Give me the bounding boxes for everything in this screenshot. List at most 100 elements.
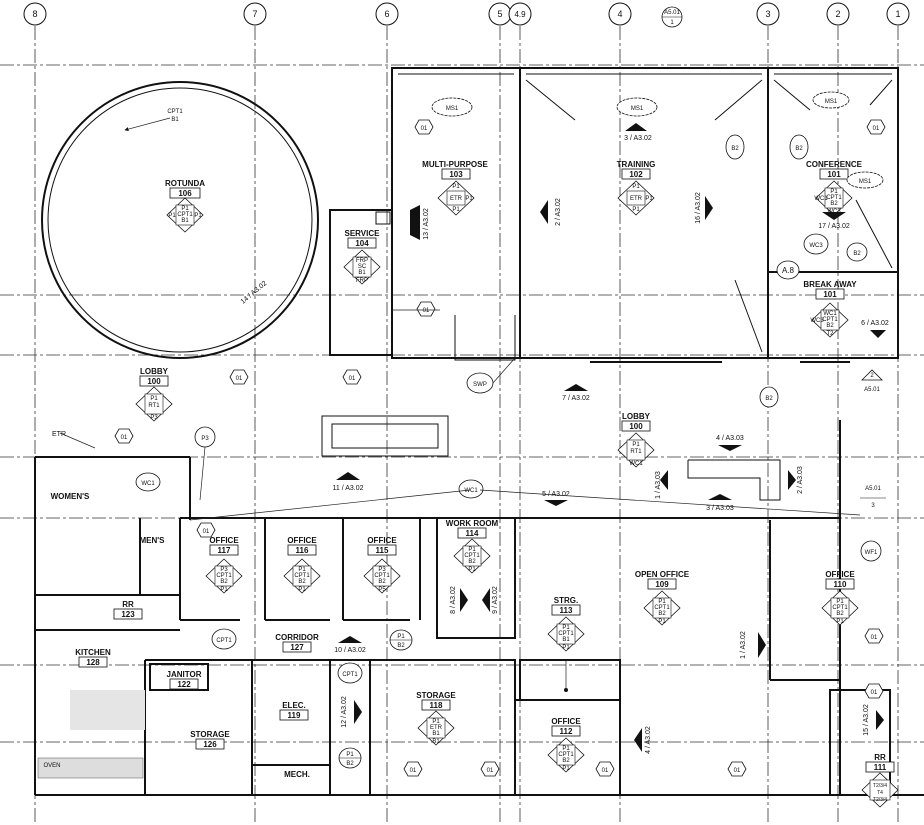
- svg-text:CPT1: CPT1: [822, 317, 838, 323]
- svg-text:P1: P1: [830, 189, 838, 195]
- svg-text:1 / A3.03: 1 / A3.03: [655, 471, 662, 499]
- svg-text:9 / A3.02: 9 / A3.02: [492, 586, 499, 614]
- hex-01-10: 01: [403, 761, 423, 777]
- svg-text:B2: B2: [836, 611, 844, 617]
- finish-tag-office117: P3 CPT1 B2 P1: [205, 558, 243, 594]
- wf1-tag: WF1: [860, 540, 882, 562]
- hex-01-13: 01: [727, 761, 747, 777]
- hex-01-1: 01: [414, 119, 434, 135]
- svg-text:MS1: MS1: [859, 179, 872, 185]
- hex-01-9: 01: [864, 683, 884, 699]
- wc3-tag: WC3: [803, 233, 829, 255]
- elev-8-a302: 8 / A3.02: [450, 586, 468, 614]
- svg-text:ETR: ETR: [450, 196, 463, 202]
- svg-text:B1: B1: [432, 731, 440, 737]
- oven-label: OVEN: [43, 763, 60, 769]
- wc1-tag-1: WC1: [135, 472, 161, 492]
- svg-text:STORAGE: STORAGE: [416, 691, 456, 700]
- room-strg113: STRG. 113: [551, 596, 581, 616]
- svg-text:110: 110: [834, 580, 847, 589]
- svg-text:OPEN OFFICE: OPEN OFFICE: [635, 570, 690, 579]
- svg-text:01: 01: [871, 690, 878, 696]
- svg-text:P1: P1: [298, 567, 306, 573]
- grid-bubble-7: 7: [243, 2, 267, 26]
- svg-text:01: 01: [602, 768, 609, 774]
- svg-text:15 / A3.02: 15 / A3.02: [863, 704, 870, 736]
- ms1-cloud-1: MS1: [431, 97, 473, 117]
- svg-text:RT1: RT1: [148, 403, 160, 409]
- elev-1-a303: 1 / A3.03: [655, 470, 668, 499]
- svg-text:01: 01: [871, 635, 878, 641]
- svg-text:B2: B2: [468, 559, 476, 565]
- svg-text:01: 01: [421, 126, 428, 132]
- svg-text:A.8: A.8: [782, 266, 795, 275]
- svg-text:MS1: MS1: [825, 99, 838, 105]
- svg-text:WORK ROOM: WORK ROOM: [446, 519, 499, 528]
- svg-text:118: 118: [430, 701, 443, 710]
- svg-text:JANITOR: JANITOR: [167, 670, 202, 679]
- elev-16-a302: 16 / A3.02: [695, 192, 713, 224]
- svg-text:B1: B1: [171, 117, 179, 123]
- svg-text:LOBBY: LOBBY: [140, 367, 169, 376]
- svg-text:116: 116: [296, 546, 309, 555]
- svg-text:2 / A3.03: 2 / A3.03: [797, 466, 804, 494]
- callout-tags: MS1 MS1 MS1 MS1 B2 B2 B2 B2 WC3 A.8 WC1 …: [43, 91, 886, 777]
- elev-6-a302: 6 / A3.02: [861, 320, 889, 338]
- svg-text:12 / A3.02: 12 / A3.02: [341, 696, 348, 728]
- swp-tag: SWP: [466, 372, 494, 394]
- room-office115: OFFICE 115: [367, 536, 397, 556]
- finish-tag-service: FRP SC B1 FRP: [343, 249, 381, 285]
- svg-text:3 / A3.03: 3 / A3.03: [706, 505, 734, 512]
- svg-text:FRP: FRP: [356, 258, 368, 264]
- svg-text:T2: T2: [826, 331, 834, 337]
- svg-text:P1: P1: [150, 396, 158, 402]
- svg-text:01: 01: [121, 435, 128, 441]
- svg-text:P1: P1: [298, 587, 306, 593]
- svg-text:17 / A3.02: 17 / A3.02: [818, 223, 850, 230]
- svg-text:B2: B2: [765, 396, 773, 402]
- svg-text:A5.01: A5.01: [864, 387, 880, 393]
- svg-text:B2: B2: [795, 146, 803, 152]
- finish-tag-workroom: P1 CPT1 B2 P1: [453, 538, 491, 574]
- svg-text:WC1: WC1: [629, 461, 643, 467]
- svg-text:P1: P1: [397, 634, 405, 640]
- room-rotunda: ROTUNDA 106 CPT1 B1: [165, 109, 205, 199]
- svg-text:P1: P1: [562, 746, 570, 752]
- svg-text:01: 01: [487, 768, 494, 774]
- svg-text:TRAINING: TRAINING: [617, 160, 656, 169]
- svg-text:RR: RR: [874, 753, 886, 762]
- svg-text:4.9: 4.9: [514, 10, 526, 19]
- svg-text:P1: P1: [836, 619, 844, 625]
- svg-text:P1: P1: [658, 599, 666, 605]
- svg-text:113: 113: [560, 606, 573, 615]
- svg-text:CPT1: CPT1: [558, 631, 574, 637]
- elev-3-a302: 3 / A3.02: [624, 123, 652, 142]
- svg-text:P1: P1: [346, 752, 354, 758]
- room-multipurpose: MULTI-PURPOSE 103: [422, 160, 488, 180]
- svg-text:CPT1: CPT1: [654, 605, 670, 611]
- svg-text:4 / A3.03: 4 / A3.03: [716, 435, 744, 442]
- svg-text:P1: P1: [562, 766, 570, 772]
- room-janitor: JANITOR 122: [167, 670, 202, 690]
- svg-text:SWP: SWP: [473, 382, 487, 388]
- svg-text:CPT1: CPT1: [374, 573, 390, 579]
- svg-text:P1: P1: [836, 599, 844, 605]
- elev-1-a302: 1 / A3.02: [740, 631, 766, 659]
- svg-text:119: 119: [288, 711, 301, 720]
- finish-tags: P1 CPT1 B1 P1 P1 FRP SC B1 FRP P1 ETR P1…: [135, 180, 899, 808]
- room-mens: MEN'S: [139, 536, 165, 545]
- svg-text:P1: P1: [632, 184, 640, 190]
- svg-text:114: 114: [466, 529, 479, 538]
- svg-text:STRG.: STRG.: [554, 596, 578, 605]
- elev-4-a302: 4 / A3.02: [634, 726, 652, 754]
- svg-text:123: 123: [121, 610, 135, 619]
- svg-text:CPT1: CPT1: [167, 109, 183, 115]
- room-training: TRAINING 102: [617, 160, 656, 180]
- svg-text:102: 102: [629, 170, 643, 179]
- svg-text:T2/3/4: T2/3/4: [873, 797, 887, 803]
- svg-text:104: 104: [355, 239, 369, 248]
- svg-text:11 / A3.02: 11 / A3.02: [332, 485, 363, 492]
- finish-tag-training: P1 ETR P1 P1: [617, 180, 655, 216]
- svg-text:CPT1: CPT1: [464, 553, 480, 559]
- grid-bubble-1: 1: [886, 2, 910, 26]
